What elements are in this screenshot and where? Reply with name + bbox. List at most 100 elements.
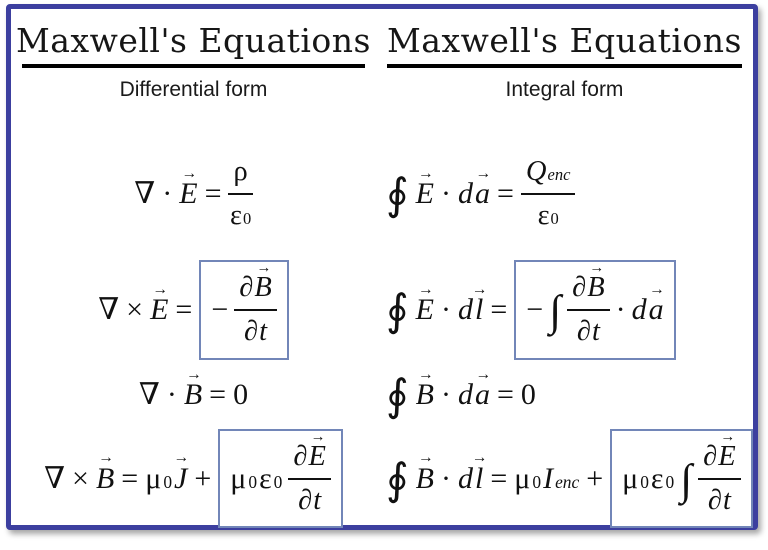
minus-sign: − xyxy=(211,293,229,327)
integral-column: Maxwell's Equations Integral form ∮ →E ·… xyxy=(376,9,753,529)
cross-operator: × xyxy=(126,293,144,327)
vector-arrow-icon: → xyxy=(471,449,488,467)
time-symbol: t xyxy=(259,316,268,347)
a-symbol: a xyxy=(475,378,490,412)
dot-operator: · xyxy=(162,177,173,211)
nabla-symbol: ∇ xyxy=(138,378,160,412)
eq-faraday-integral: ∮ →E · d→l = − ∫ ∂→B ∂t · d→a xyxy=(386,260,676,360)
time-symbol: t xyxy=(591,316,600,347)
a-symbol: a xyxy=(475,177,490,211)
vector-B: →B xyxy=(415,366,434,414)
fraction-numerator: ∂→E xyxy=(288,429,331,480)
zero-value: 0 xyxy=(520,378,536,412)
nabla-symbol: ∇ xyxy=(44,461,66,495)
vector-arrow-icon: → xyxy=(471,280,488,298)
fraction-numerator: ∂→B xyxy=(234,261,277,311)
vector-B: →B xyxy=(415,450,434,498)
partial-symbol: ∂ xyxy=(239,272,254,304)
B-field-symbol: B xyxy=(415,378,434,412)
B-field-symbol: B xyxy=(95,461,115,495)
E-field-symbol: E xyxy=(179,177,198,211)
vector-arrow-icon: → xyxy=(98,449,114,467)
mu-symbol: μ xyxy=(622,461,639,495)
vector-E: →E xyxy=(416,165,434,213)
dot-operator: · xyxy=(615,293,626,327)
B-field-symbol: B xyxy=(254,272,272,304)
vector-arrow-icon: → xyxy=(152,280,168,298)
equals-sign: = xyxy=(121,461,139,495)
vector-B: →B xyxy=(254,261,272,306)
vector-E: →E xyxy=(308,429,326,475)
epsilon-symbol: ε xyxy=(259,461,272,495)
dot-operator: · xyxy=(166,378,177,412)
vector-J: →J xyxy=(174,450,190,498)
fraction-numerator: ρ xyxy=(228,154,253,195)
area-element: d→a xyxy=(458,366,491,414)
slide-frame: Maxwell's Equations Differential form ∇ … xyxy=(6,4,758,530)
contour-integral-symbol: ∮ xyxy=(386,171,409,220)
nabla-symbol: ∇ xyxy=(98,293,120,327)
equals-sign: = xyxy=(497,378,514,412)
nabla-symbol: ∇ xyxy=(134,177,156,211)
eq-faraday-differential: ∇ × →E = − ∂→B ∂t xyxy=(98,260,289,360)
B-field-symbol: B xyxy=(415,461,434,495)
page-title: Maxwell's Equations xyxy=(16,21,371,60)
mu-symbol: μ xyxy=(230,461,247,495)
contour-integral-symbol: ∮ xyxy=(386,287,409,336)
charge-symbol: Q xyxy=(525,156,547,188)
E-field-symbol: E xyxy=(150,293,169,327)
column-subtitle: Differential form xyxy=(119,78,268,101)
dot-operator: · xyxy=(441,293,451,327)
vector-arrow-icon: → xyxy=(649,280,665,298)
vector-arrow-icon: → xyxy=(417,280,434,298)
fraction-dBdt: ∂→B ∂t xyxy=(567,261,610,349)
fraction-denominator: ∂t xyxy=(708,480,731,519)
rho-symbol: ρ xyxy=(233,156,248,188)
l-symbol: l xyxy=(475,461,484,495)
E-field-symbol: E xyxy=(308,441,326,472)
vector-arrow-icon: → xyxy=(720,428,736,445)
dot-operator: · xyxy=(441,461,451,495)
area-element: d→a xyxy=(458,165,491,213)
line-element: d→l xyxy=(458,281,487,329)
vector-B: →B xyxy=(587,261,604,306)
B-field-symbol: B xyxy=(183,378,203,412)
partial-symbol: ∂ xyxy=(293,441,308,472)
vector-E: →E xyxy=(416,281,434,329)
fraction-denominator: ∂t xyxy=(244,311,267,350)
vector-arrow-icon: → xyxy=(417,164,434,182)
plus-sign: + xyxy=(586,461,604,495)
differential-d: d xyxy=(458,177,473,211)
differential-header: Maxwell's Equations Differential form xyxy=(11,9,376,129)
fraction-numerator: ∂→B xyxy=(567,261,610,311)
vector-l: →l xyxy=(472,450,488,498)
equals-sign: = xyxy=(175,293,193,327)
row-gauss-magnetic: ∮ →B · d→a = 0 xyxy=(376,361,753,429)
partial-symbol: ∂ xyxy=(244,316,259,347)
row-gauss-magnetic: ∇ · →B = 0 xyxy=(11,361,376,429)
dot-operator: · xyxy=(441,177,451,211)
vector-arrow-icon: → xyxy=(173,449,190,467)
title-underline xyxy=(387,64,742,68)
vector-a: →a xyxy=(475,366,491,414)
vector-arrow-icon: → xyxy=(256,260,272,277)
vector-B: →B xyxy=(183,366,203,414)
cross-operator: × xyxy=(72,461,89,495)
row-faraday: ∮ →E · d→l = − ∫ ∂→B ∂t · d→a xyxy=(376,259,753,361)
integral-header: Maxwell's Equations Integral form xyxy=(376,9,753,129)
row-faraday: ∇ × →E = − ∂→B ∂t xyxy=(11,259,376,361)
vector-arrow-icon: → xyxy=(417,449,434,467)
area-element: d→a xyxy=(632,281,665,329)
eq-gauss-magnetic-differential: ∇ · →B = 0 xyxy=(138,366,248,414)
